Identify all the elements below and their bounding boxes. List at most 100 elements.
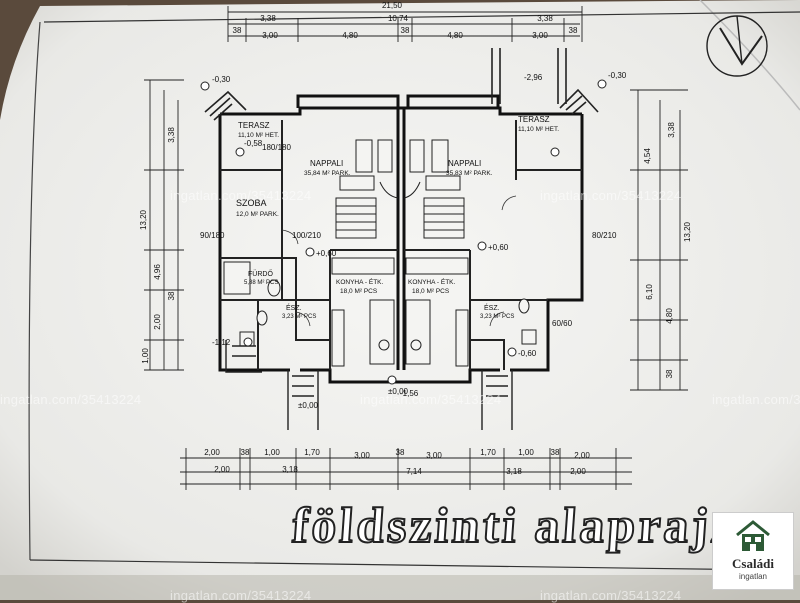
room-area: 35,84 M² PARK. bbox=[304, 170, 351, 177]
dim-bottom: 3,00 bbox=[426, 451, 442, 460]
room-name: ÉSZ. bbox=[286, 303, 302, 312]
dim-right: 13,20 bbox=[683, 221, 692, 242]
dim-bottom: 38 bbox=[551, 448, 560, 457]
entrance-steps bbox=[225, 340, 513, 430]
opening-label: 60/60 bbox=[552, 319, 573, 328]
interior-walls bbox=[220, 120, 582, 370]
dim-bottom: 2,00 bbox=[204, 448, 220, 457]
drawing-border bbox=[28, 21, 41, 561]
dim-bottom: 3,18 bbox=[282, 465, 298, 474]
dim-bottom: 2,00 bbox=[574, 451, 590, 460]
level-label: -2,96 bbox=[524, 73, 543, 82]
room-name: KONYHA - ÉTK. bbox=[336, 277, 384, 286]
level-label: ±0,00 bbox=[298, 401, 319, 410]
door-swings bbox=[281, 195, 517, 327]
level-label: +0,60 bbox=[488, 243, 509, 252]
level-label: -0,30 bbox=[212, 75, 231, 84]
dim-bottom: 3,00 bbox=[354, 451, 370, 460]
bath-fixtures bbox=[223, 261, 537, 347]
dim-left: 4,96 bbox=[153, 264, 162, 280]
watermark: ingatlan.com/35413224 bbox=[360, 392, 502, 407]
dimension-lines-top bbox=[227, 6, 583, 42]
staircase bbox=[335, 181, 465, 239]
drawing-border bbox=[29, 559, 771, 571]
dim-bottom: 2,00 bbox=[570, 467, 586, 476]
room-labels: TERASZ 11,10 M² HET. TERASZ 11,10 M² HET… bbox=[236, 115, 559, 320]
watermark: ingatlan.com/35413224 bbox=[540, 588, 682, 603]
dimension-labels: 21,50 10,74 3,38 3,38 38 3,00 4,80 38 4,… bbox=[139, 1, 692, 476]
room-area: 18,0 M² PCS bbox=[340, 288, 378, 295]
room-area: 11,10 M² HET. bbox=[518, 126, 559, 133]
dim-top: 3,38 bbox=[537, 14, 553, 23]
opening-label: 90/180 bbox=[200, 231, 225, 240]
level-markers bbox=[200, 79, 607, 385]
dimension-lines-bottom bbox=[180, 448, 632, 490]
dim-top-half: 10,74 bbox=[388, 14, 409, 23]
dim-right: 4,80 bbox=[665, 308, 674, 324]
dim-top: 38 bbox=[569, 26, 578, 35]
room-name: KONYHA - ÉTK. bbox=[408, 277, 456, 286]
dim-top: 4,80 bbox=[447, 31, 463, 40]
dim-top: 3,00 bbox=[532, 31, 548, 40]
dim-top: 3,38 bbox=[260, 14, 276, 23]
dim-left: 2,00 bbox=[153, 314, 162, 330]
terrace-railings bbox=[204, 48, 599, 121]
north-arrow-icon bbox=[706, 15, 768, 77]
dim-top: 4,80 bbox=[342, 31, 358, 40]
level-label: ±0,00 bbox=[388, 387, 409, 396]
watermark: ingatlan.com/35413224 bbox=[170, 188, 312, 203]
watermark: ingatlan.com/35413224 bbox=[0, 392, 142, 407]
dim-top-total: 21,50 bbox=[382, 1, 403, 10]
room-name: TERASZ bbox=[518, 115, 550, 124]
kitchen-furniture bbox=[331, 257, 469, 367]
room-name: TERASZ bbox=[238, 121, 270, 130]
dim-left: 13,20 bbox=[139, 209, 148, 230]
dim-right: 3,38 bbox=[667, 122, 676, 138]
room-area: 11,10 M² HET. bbox=[238, 132, 279, 139]
logo-subtitle: ingatlan bbox=[738, 572, 768, 581]
house-icon bbox=[736, 520, 770, 551]
agency-logo: Családi ingatlan bbox=[712, 512, 794, 590]
opening-label: 180/180 bbox=[262, 143, 291, 152]
room-name: SZOBA bbox=[236, 198, 267, 208]
watermark: ingatlan.com/35413224 bbox=[170, 588, 312, 603]
room-area: 3,23 M² PCS bbox=[282, 314, 316, 320]
level-label: -0,30 bbox=[608, 71, 627, 80]
opening-label: 100/210 bbox=[292, 231, 321, 240]
level-label: -0,58 bbox=[244, 139, 263, 148]
room-area: 35,83 M² PARK. bbox=[446, 170, 493, 177]
level-label: -1,12 bbox=[212, 338, 231, 347]
dim-bottom: 1,70 bbox=[480, 448, 496, 457]
dim-top: 38 bbox=[233, 26, 242, 35]
dim-left: 3,38 bbox=[167, 127, 176, 143]
room-name: FÜRDŐ bbox=[248, 269, 273, 278]
room-area: 18,0 M² PCS bbox=[412, 288, 450, 295]
dimension-lines-left bbox=[144, 79, 184, 371]
dim-right: 38 bbox=[665, 369, 674, 378]
dim-bottom: 38 bbox=[396, 448, 405, 457]
dim-bottom: 7,14 bbox=[406, 467, 422, 476]
dim-bottom: 1,00 bbox=[518, 448, 534, 457]
dim-bottom: 1,70 bbox=[304, 448, 320, 457]
dim-right: 4,54 bbox=[643, 148, 652, 164]
drawing-border bbox=[43, 11, 800, 23]
level-label: +0,60 bbox=[316, 249, 337, 258]
dimension-lines-right bbox=[630, 89, 688, 391]
level-label: -0,60 bbox=[518, 349, 537, 358]
drawing-title: földszinti alaprajz bbox=[290, 496, 740, 554]
room-name: NAPPALI bbox=[310, 159, 343, 168]
dim-bottom: 3,18 bbox=[506, 467, 522, 476]
opening-label: 80/210 bbox=[592, 231, 617, 240]
living-furniture bbox=[339, 139, 461, 191]
dim-top: 38 bbox=[401, 26, 410, 35]
room-area: 12,0 M² PARK. bbox=[236, 211, 279, 218]
room-area: 3,23 M² PCS bbox=[480, 314, 514, 320]
dim-top: 3,00 bbox=[262, 31, 278, 40]
logo-name: Családi bbox=[732, 556, 774, 571]
room-area: 5,88 M² PCS bbox=[244, 280, 278, 286]
room-name: NAPPALI bbox=[448, 159, 481, 168]
dim-bottom: 38 bbox=[241, 448, 250, 457]
watermark: ingatlan.com/35413224 bbox=[540, 188, 682, 203]
dim-left: 38 bbox=[167, 291, 176, 300]
